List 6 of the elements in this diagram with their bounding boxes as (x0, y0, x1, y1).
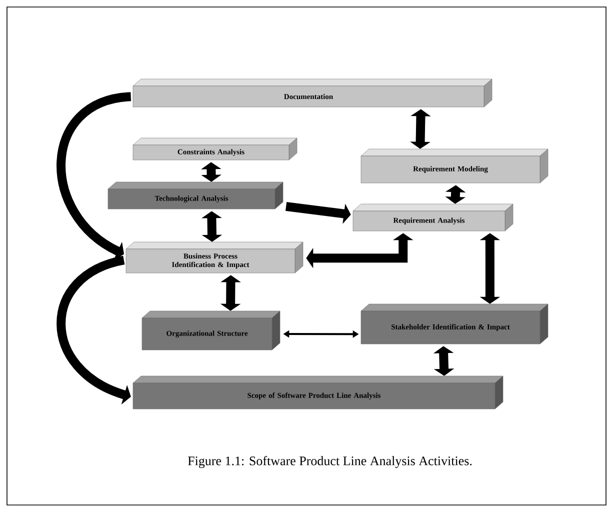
figure-caption: Figure 1.1: Software Product Line Analysis Activities. (188, 456, 472, 468)
block-arrow (445, 185, 466, 204)
block-arrow (433, 346, 454, 376)
block-arrow (201, 162, 222, 182)
block-arrow (480, 233, 500, 304)
block-arrow (202, 211, 222, 242)
